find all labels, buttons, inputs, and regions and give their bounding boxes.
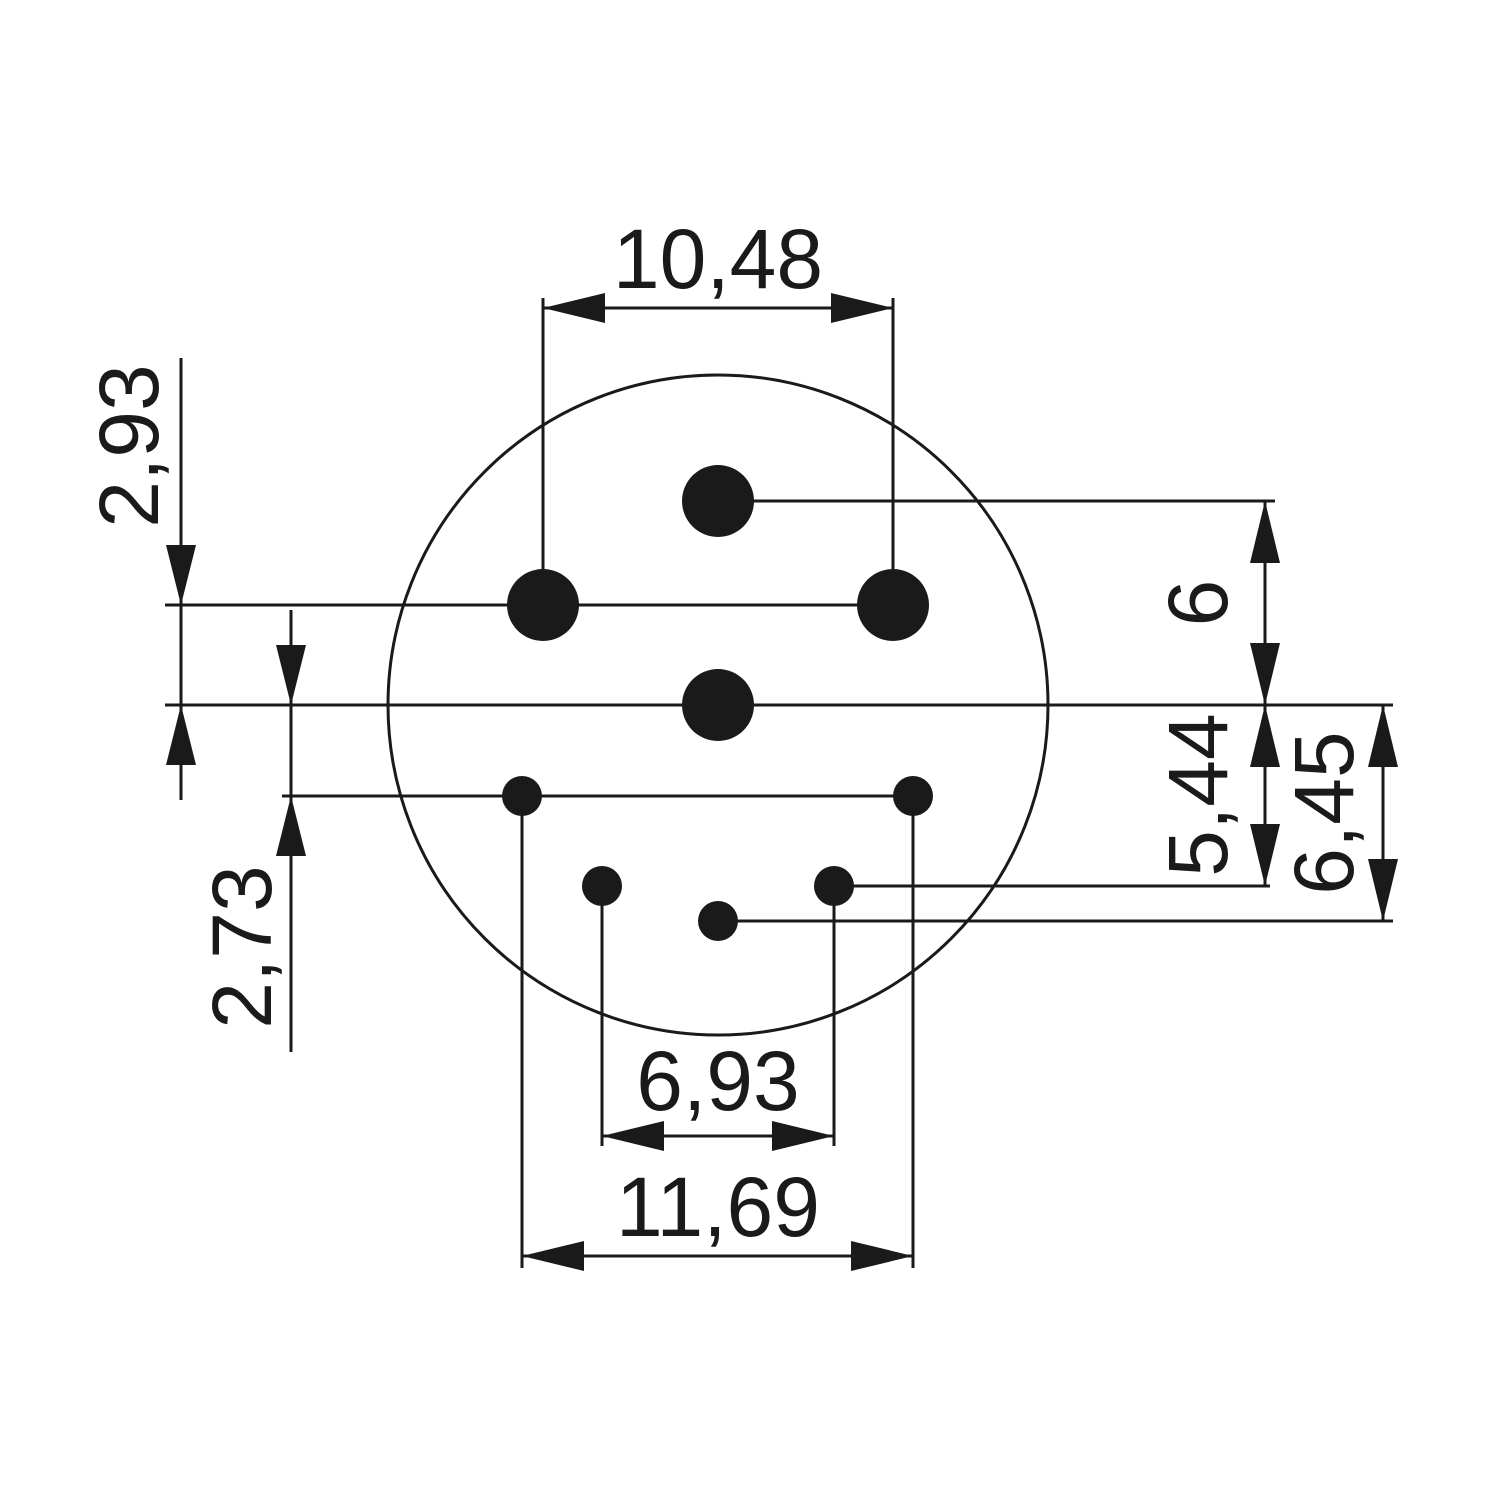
extension-lines [165,298,1393,1268]
dimension-lines [166,293,1398,1271]
dim-left-upper-label: 2,93 [82,364,176,528]
dim-bottom-outer-label: 11,69 [616,1160,820,1254]
dim-right-5-44-label: 5,44 [1151,713,1245,877]
dim-top-width-label: 10,48 [613,212,823,306]
dim-left-lower-label: 2,73 [195,865,289,1029]
dim-right-6-45-label: 6,45 [1277,731,1371,895]
dimension-labels: 10,48 2,93 2,73 6 5,44 6,45 6,93 11,69 [82,212,1371,1254]
dim-right-6-label: 6 [1151,580,1245,627]
dim-bottom-inner-label: 6,93 [636,1034,800,1128]
